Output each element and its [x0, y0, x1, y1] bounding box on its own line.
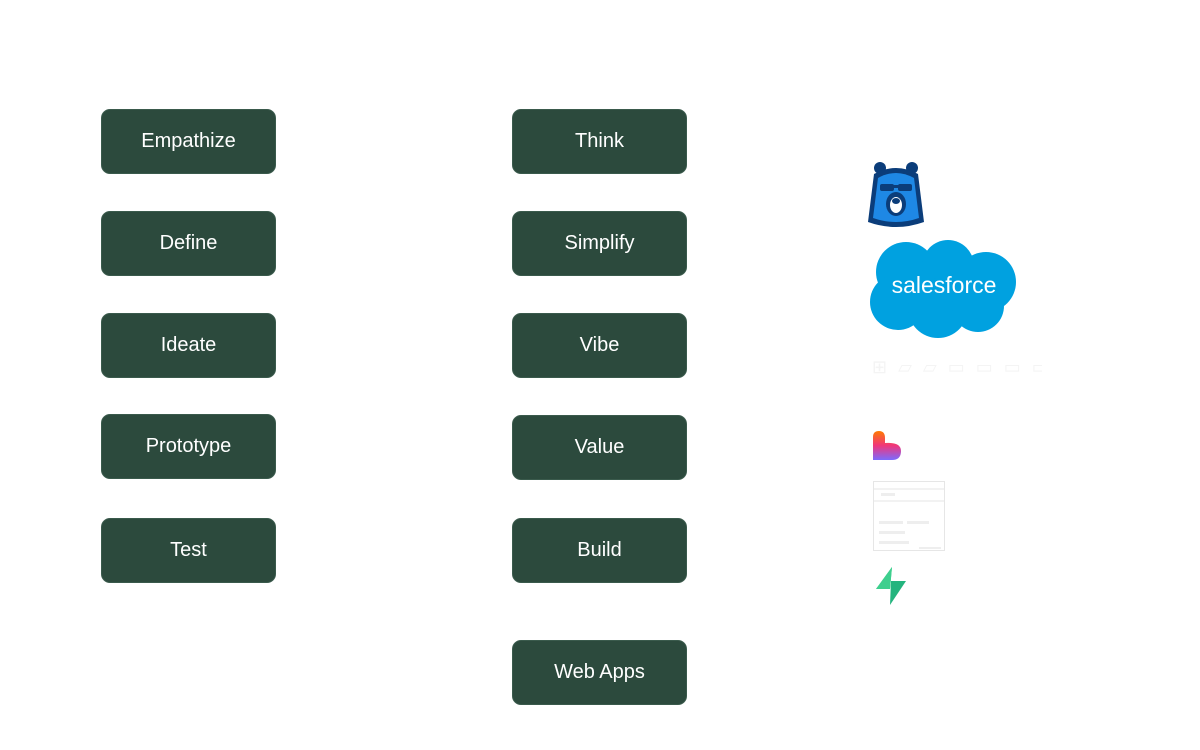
step-prototype: Prototype — [101, 414, 276, 479]
step-simplify: Simplify — [512, 211, 687, 276]
step-build: Build — [512, 518, 687, 583]
step-ideate: Ideate — [101, 313, 276, 378]
step-think: Think — [512, 109, 687, 174]
step-label: Prototype — [145, 435, 232, 457]
salesforce-logo-icon: salesforce — [870, 240, 1016, 338]
step-label: Vibe — [579, 334, 620, 356]
step-label: Web Apps — [554, 661, 645, 683]
step-label: Build — [577, 539, 622, 561]
step-web-apps: Web Apps — [512, 640, 687, 705]
salesforce-wordmark: salesforce — [892, 272, 997, 298]
step-test: Test — [101, 518, 276, 583]
step-label: Test — [170, 539, 207, 561]
lightning-bolt-icon — [876, 567, 906, 605]
step-vibe: Vibe — [512, 313, 687, 378]
step-label: Ideate — [160, 334, 217, 356]
faint-wordmark-icon: ⊞ ▱ ▱ ▭ ▭ ▭ ▭ — [872, 357, 1042, 377]
step-label: Simplify — [564, 232, 635, 254]
step-define: Define — [101, 211, 276, 276]
step-label: Define — [159, 232, 218, 254]
step-value: Value — [512, 415, 687, 480]
step-label: Value — [574, 436, 625, 458]
bear-mascot-icon — [868, 162, 924, 227]
app-screenshot-thumbnail — [873, 481, 945, 551]
svg-text:⊞ ▱ ▱ ▭ ▭ ▭ ▭: ⊞ ▱ ▱ ▭ ▭ ▭ ▭ — [872, 357, 1042, 377]
step-label: Empathize — [141, 130, 236, 152]
step-empathize: Empathize — [101, 109, 276, 174]
gradient-heart-icon — [873, 431, 901, 460]
step-label: Think — [575, 130, 624, 152]
